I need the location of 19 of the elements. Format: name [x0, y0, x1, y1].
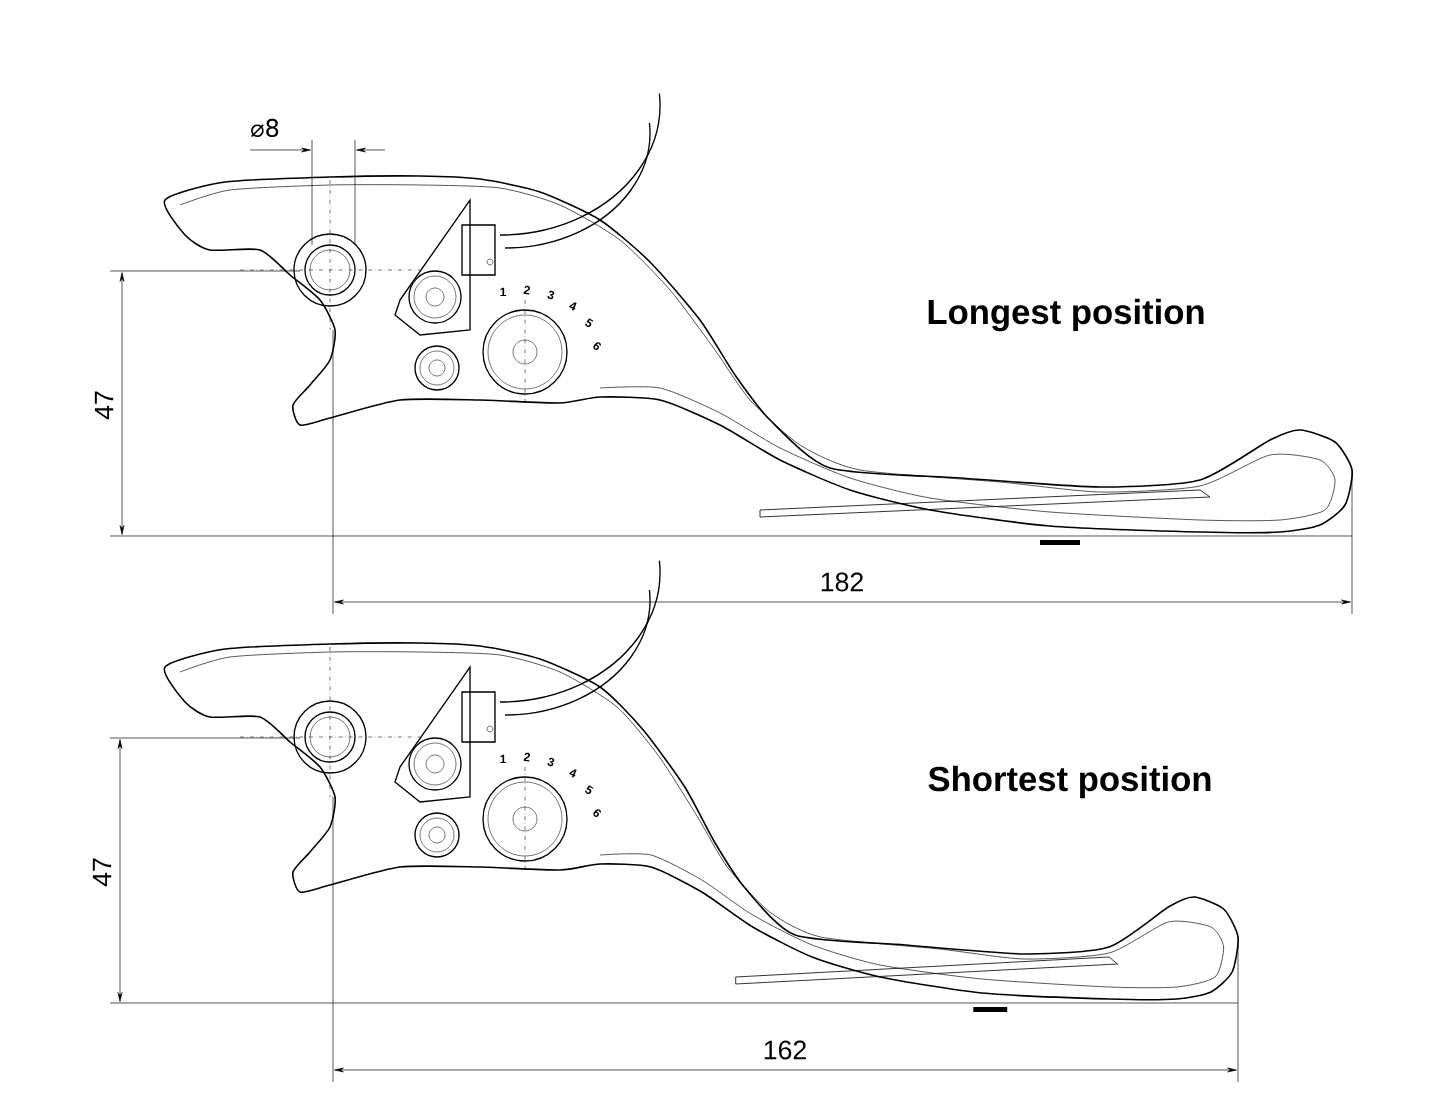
scale-number: 4: [569, 302, 577, 311]
dimension-label: 47: [94, 391, 114, 420]
scale-number: 2: [523, 285, 530, 295]
scale-number: 2: [523, 752, 530, 762]
scale-number: 3: [547, 290, 555, 300]
scale-number: 1: [500, 287, 506, 297]
scale-number: 6: [593, 342, 601, 351]
scale-number: 4: [569, 769, 577, 778]
scale-number: 6: [593, 809, 601, 818]
dimension-label: 47: [92, 858, 112, 887]
dimension-label: 162: [764, 1040, 806, 1060]
position-label: Shortest position: [928, 765, 1211, 799]
scale-number: 5: [585, 318, 594, 328]
dimension-label: 182: [821, 572, 863, 592]
position-label: Longest position: [928, 298, 1204, 332]
scale-number: 1: [500, 754, 506, 764]
dimension-label: ⌀8: [251, 118, 279, 138]
scale-number: 5: [585, 785, 594, 795]
scale-number: 3: [547, 757, 555, 767]
